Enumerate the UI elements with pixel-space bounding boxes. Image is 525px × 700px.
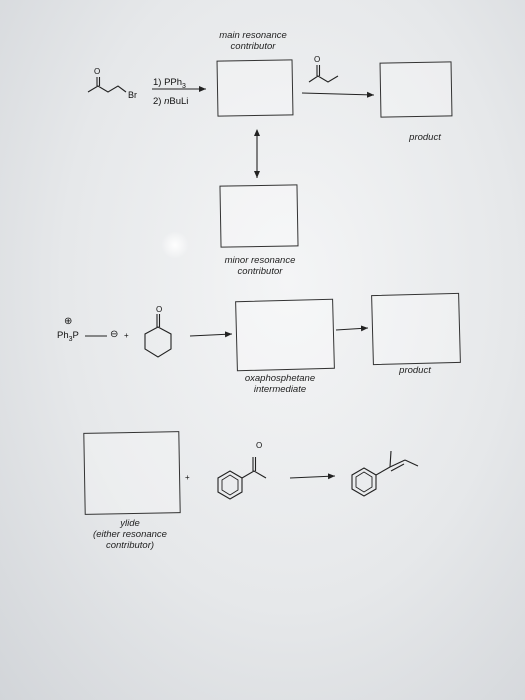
oxygen-atom-acetophenone: O <box>256 441 263 450</box>
oxygen-atom-cyclohexanone: O <box>156 305 163 314</box>
oxygen-atom-butanone: O <box>314 55 321 64</box>
plus-sign-1: + <box>124 331 129 340</box>
minus-charge: ⊖ <box>110 329 119 340</box>
ylide-label: ylide (either resonance contributor) <box>93 518 167 551</box>
minor-resonance-label: minor resonance contributor <box>224 255 296 277</box>
main-resonance-label: main resonance contributor <box>219 30 287 52</box>
product-label-mid: product <box>399 365 431 376</box>
reagent-step1: 1) PPh3 <box>153 77 186 90</box>
acetophenone-structure <box>217 457 267 500</box>
plus-charge: ⊕ <box>64 316 73 327</box>
product-label-top: product <box>409 132 441 143</box>
bromine-atom: Br <box>128 90 137 100</box>
bromoacetone-structure <box>87 77 127 93</box>
plus-sign-2: + <box>185 473 190 482</box>
oxygen-atom-bromoketone: O <box>94 67 101 76</box>
cyclohexanone-structure <box>144 314 172 358</box>
butanone-structure <box>308 65 339 83</box>
alkene-product-structure <box>351 450 419 497</box>
reaction-arrow-5 <box>289 473 336 480</box>
light-glare <box>160 232 190 258</box>
oxaphosphetane-label: oxaphosphetane intermediate <box>244 373 316 395</box>
reaction-arrow-4 <box>335 325 369 332</box>
reaction-arrow-3 <box>189 331 233 338</box>
reaction-arrow-2 <box>301 91 375 98</box>
triphenylphosphonium: Ph3P <box>57 330 79 343</box>
reagent-step2: 2) nBuLi <box>153 96 189 107</box>
